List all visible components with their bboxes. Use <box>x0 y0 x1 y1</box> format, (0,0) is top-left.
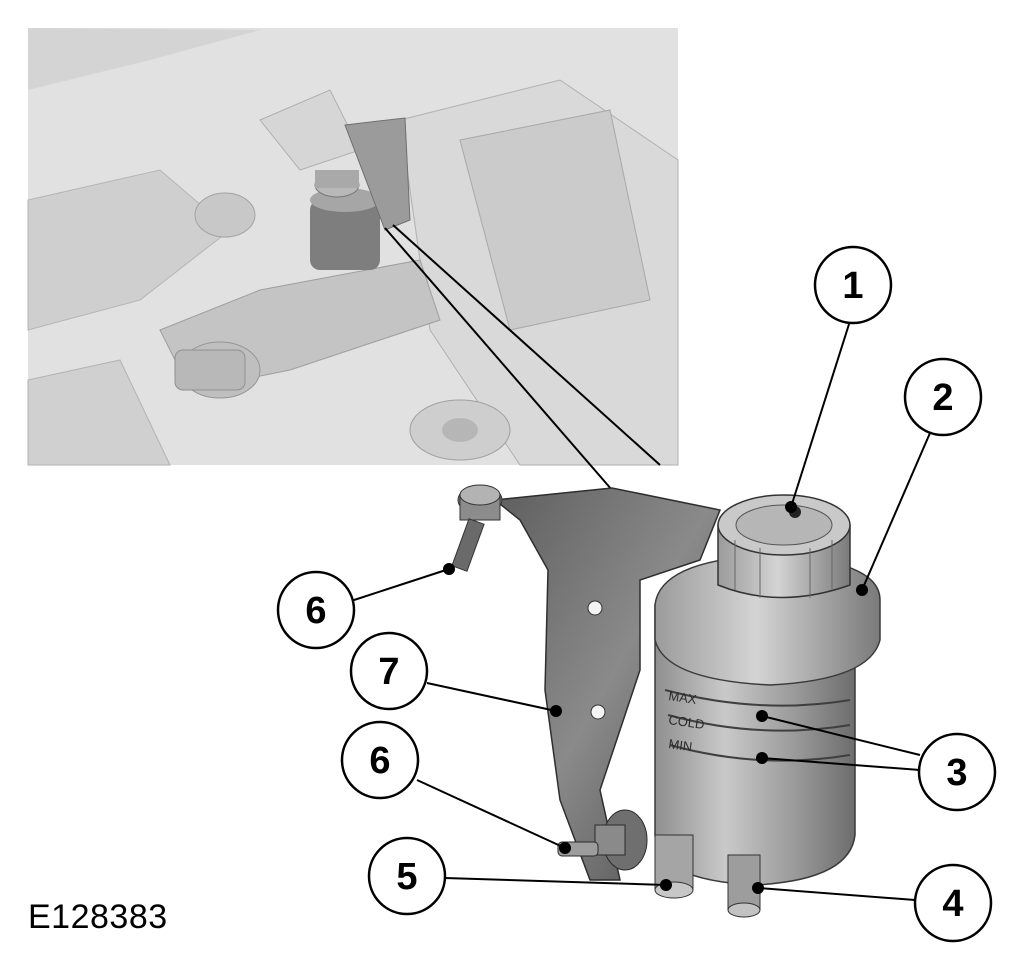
callout-1-label: 1 <box>842 265 863 307</box>
callout-6-upper-label: 6 <box>305 590 326 632</box>
callout-1: 1 <box>813 245 893 325</box>
bracket-bolt-top <box>451 484 503 572</box>
callout-7-label: 7 <box>378 651 399 693</box>
callout-2-label: 2 <box>932 377 953 419</box>
filler-cap <box>717 494 851 599</box>
callout-4-label: 4 <box>942 883 963 925</box>
callout-5-label: 5 <box>396 856 417 898</box>
callout-4: 4 <box>913 863 993 943</box>
callout-leaders <box>350 320 931 901</box>
callout-7: 7 <box>349 631 429 711</box>
inset-leader-lines <box>384 224 661 491</box>
callout-6-lower: 6 <box>340 720 420 800</box>
cold-marking: COLD <box>668 712 706 732</box>
callout-dots <box>443 501 868 894</box>
callout-6-lower-label: 6 <box>369 740 390 782</box>
callout-3: 3 <box>917 732 997 812</box>
callout-6-upper: 6 <box>276 570 356 650</box>
engine-bay-inset <box>27 28 679 466</box>
figure-id: E128383 <box>28 898 168 936</box>
callout-3-label: 3 <box>946 752 967 794</box>
callout-5: 5 <box>367 836 447 916</box>
feed-pipe <box>727 854 761 918</box>
callout-2: 2 <box>903 357 983 437</box>
min-marking: MIN <box>668 736 694 754</box>
max-marking: MAX <box>668 688 698 707</box>
return-pipe <box>654 834 694 899</box>
mounting-bracket <box>493 487 722 881</box>
